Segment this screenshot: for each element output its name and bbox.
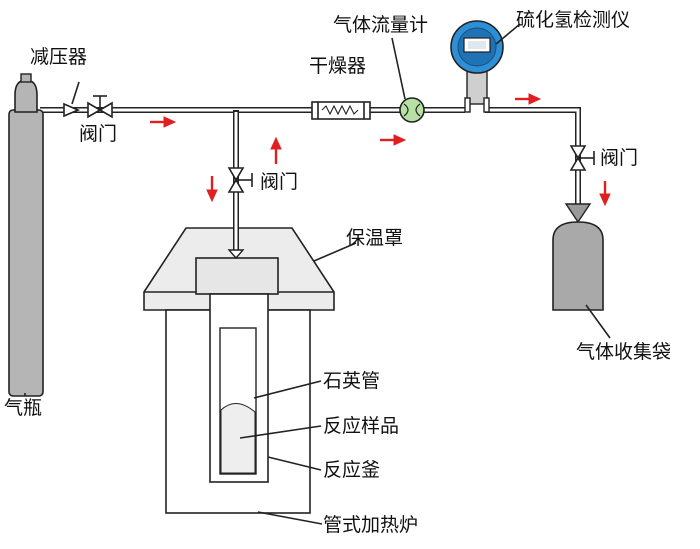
reactor-inlet xyxy=(227,218,245,260)
label-flow-meter: 气体流量计 xyxy=(333,14,428,36)
label-valve-right: 阀门 xyxy=(600,147,638,169)
flow-meter-icon xyxy=(399,97,425,123)
valve-middle-icon xyxy=(227,167,253,193)
flow-arrow-icon xyxy=(515,93,542,105)
pipeline xyxy=(40,107,581,245)
label-reaction-sample: 反应样品 xyxy=(323,415,399,437)
label-quartz-tube: 石英管 xyxy=(323,370,380,392)
valve-left-icon xyxy=(87,95,113,119)
label-valve-left: 阀门 xyxy=(79,123,117,145)
flow-arrow-icon xyxy=(270,136,282,164)
leader-lines xyxy=(24,23,611,525)
label-tube-furnace: 管式加热炉 xyxy=(323,514,418,536)
label-insulation-cover: 保温罩 xyxy=(346,227,403,249)
gas-cylinder-icon xyxy=(8,73,44,397)
flow-arrow-icon xyxy=(206,176,218,203)
reaction-sample xyxy=(220,403,256,474)
label-pressure-reducer: 减压器 xyxy=(30,46,87,68)
label-h2s-detector: 硫化氢检测仪 xyxy=(516,9,630,31)
label-valve-middle: 阀门 xyxy=(260,171,298,193)
label-reactor: 反应釜 xyxy=(323,459,380,481)
label-gas-cylinder: 气瓶 xyxy=(4,397,42,419)
gas-bag-icon xyxy=(552,203,604,311)
pressure-reducer-icon xyxy=(63,102,81,118)
quartz-tube xyxy=(219,327,257,475)
label-gas-bag: 气体收集袋 xyxy=(576,341,671,363)
gas-detector-icon xyxy=(450,20,504,113)
flow-arrow-icon xyxy=(380,134,407,146)
labels: 减压器 阀门 干燥器 气体流量计 硫化氢检测仪 阀门 阀门 保温罩 石英管 反应… xyxy=(4,9,671,536)
flow-arrows xyxy=(150,93,611,207)
dryer-icon xyxy=(311,101,371,120)
valve-right-icon xyxy=(569,145,595,171)
label-dryer: 干燥器 xyxy=(309,55,366,77)
flow-arrow-icon xyxy=(150,116,177,128)
flow-arrow-icon xyxy=(599,181,611,207)
